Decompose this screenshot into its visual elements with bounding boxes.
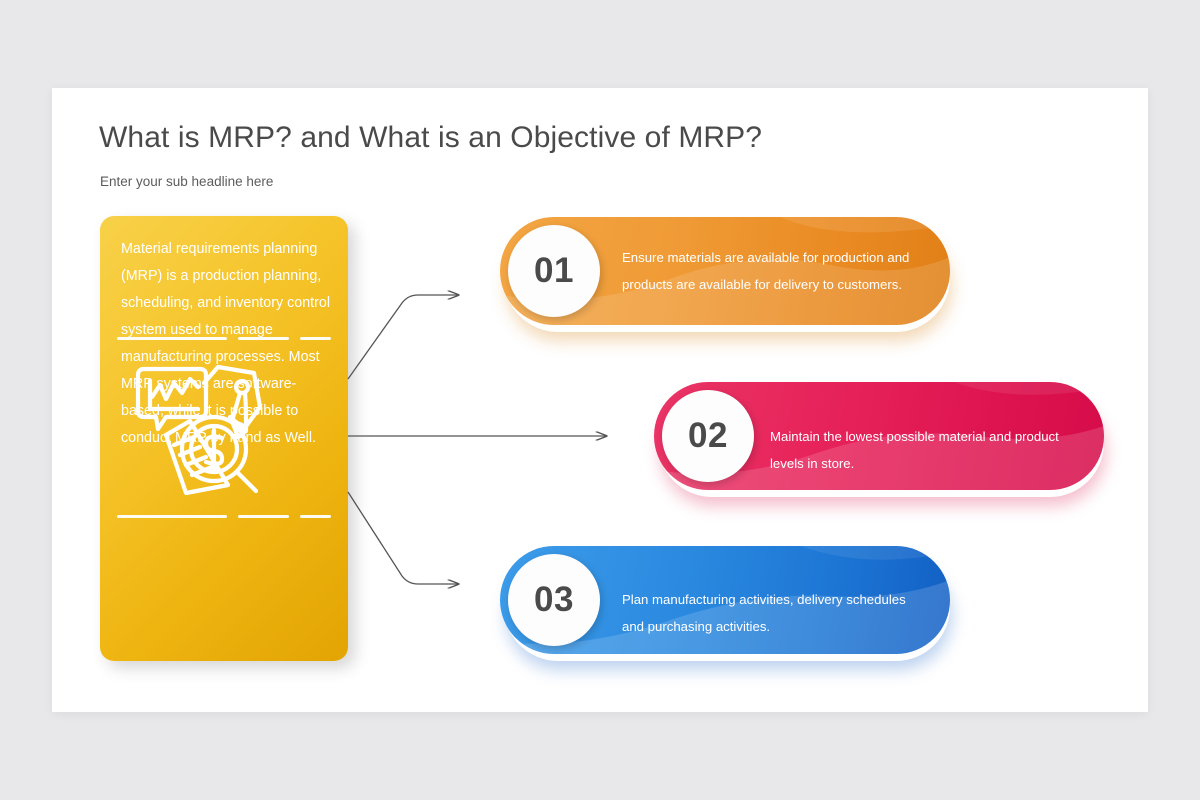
pill-wave-decoration — [654, 382, 1104, 490]
connector-to-step-3 — [347, 491, 458, 584]
step-2-text: Maintain the lowest possible material an… — [770, 429, 1059, 471]
pill-wave-decoration — [500, 546, 950, 654]
step-3-text: Plan manufacturing activities, delivery … — [622, 592, 906, 634]
page-subtitle: Enter your sub headline here — [100, 174, 274, 189]
step-3-number-circle: 03 — [508, 554, 600, 646]
step-3-number: 03 — [534, 580, 574, 619]
pill-wave-decoration — [500, 217, 950, 325]
divider-top — [117, 336, 331, 340]
divider-bottom — [117, 514, 331, 518]
step-1-number-circle: 01 — [508, 225, 600, 317]
divider-dash — [299, 514, 331, 518]
page-title: What is MRP? and What is an Objective of… — [99, 121, 763, 154]
divider-dash — [117, 336, 228, 340]
divider-dash — [299, 336, 331, 340]
step-2-number-circle: 02 — [662, 390, 754, 482]
connector-to-step-1 — [347, 295, 458, 380]
step-1-text: Ensure materials are available for produ… — [622, 250, 910, 292]
step-2-number: 02 — [688, 416, 728, 455]
financial-analysis-icon — [135, 364, 263, 496]
divider-dash — [238, 514, 289, 518]
divider-dash — [238, 336, 289, 340]
slide-canvas: What is MRP? and What is an Objective of… — [52, 88, 1148, 712]
divider-dash — [117, 514, 228, 518]
step-1-number: 01 — [534, 251, 574, 290]
info-card[interactable]: Material requirements planning (MRP) is … — [100, 216, 348, 661]
